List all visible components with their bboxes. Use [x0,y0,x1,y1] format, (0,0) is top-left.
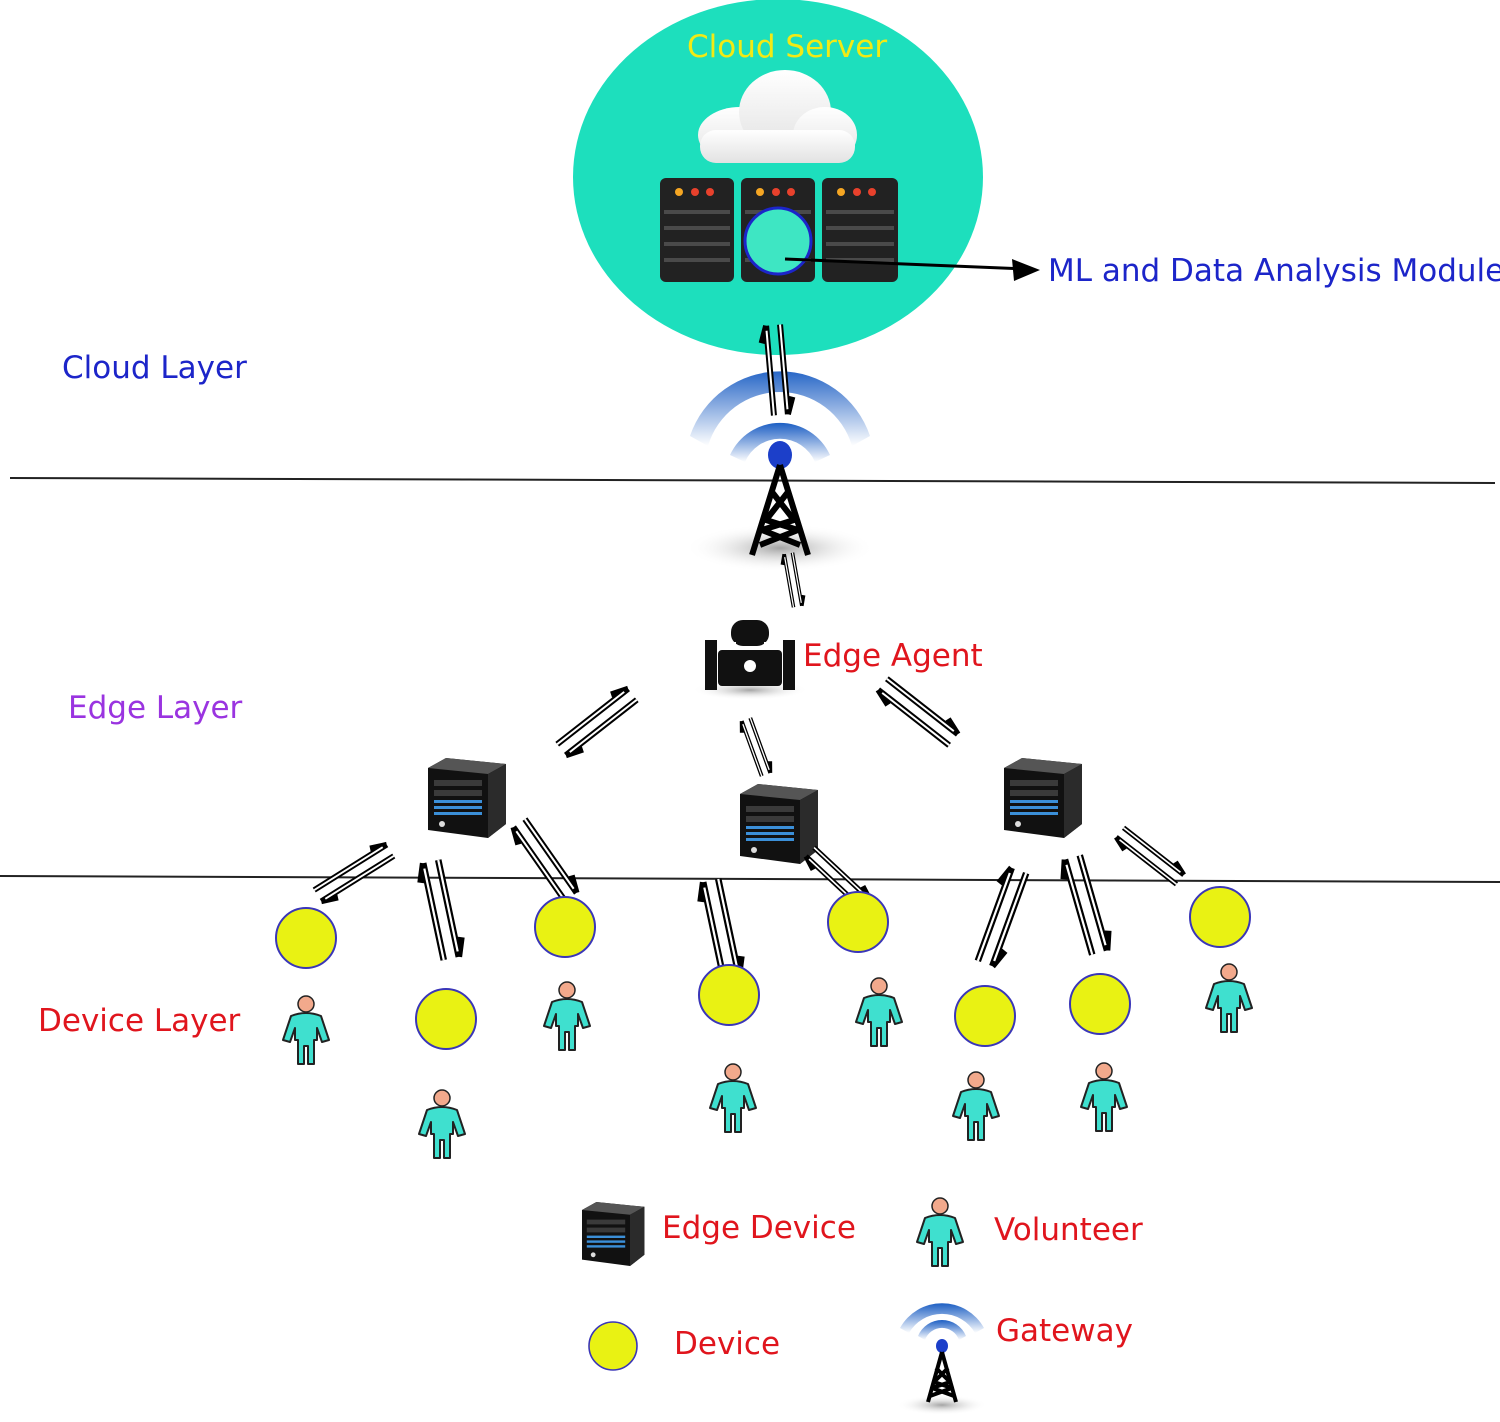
edge-server-left [428,758,506,838]
gateway-tower [685,371,875,572]
device-node [827,891,889,953]
volunteer-person [709,1063,757,1133]
legend-edge-device-icon [582,1202,645,1266]
edge-agent-label: Edge Agent [803,638,983,674]
volunteer-person [855,977,903,1047]
device-node [698,964,760,1026]
ml-module-pointer-arrow [784,257,1040,281]
link-agent-middle-server [736,714,776,780]
edge-server-right [1004,758,1082,838]
volunteer-person [952,1071,1000,1141]
cloud-layer-label: Cloud Layer [62,350,247,386]
cloud-icon [698,70,857,163]
volunteer-person [418,1089,466,1159]
legend-device-label: Device [674,1326,781,1362]
edge-agent-robot-icon [692,620,808,700]
link-right-server-device-1 [972,866,1033,969]
link-right-server-device-3 [1113,824,1187,889]
device-layer-label: Device Layer [38,1003,241,1039]
volunteer-person [1080,1062,1128,1132]
cloud-server [573,0,983,355]
link-agent-right-server [875,674,962,750]
link-left-server-device-3 [509,816,582,905]
link-left-server-device-2 [417,859,466,962]
cloud-server-label: Cloud Server [687,29,888,65]
link-left-server-device-1 [311,840,397,906]
edge-layer-label: Edge Layer [68,690,243,726]
link-middle-server-device-1 [697,878,746,981]
volunteer-person [282,995,330,1065]
device-node [415,988,477,1050]
legend-volunteer-icon [916,1197,964,1267]
legend-gateway-label: Gateway [996,1313,1133,1349]
server-rack-icon [660,178,898,282]
volunteer-person [1205,963,1253,1033]
legend-volunteer-label: Volunteer [994,1212,1143,1248]
device-node [954,985,1016,1047]
device-node [534,896,596,958]
edge-device-divider [0,875,1500,883]
link-agent-left-server [554,684,641,760]
ml-module-label: ML and Data Analysis Module [1048,253,1500,289]
link-right-server-device-2 [1059,853,1114,956]
legend-gateway-icon [897,1303,987,1415]
volunteer-person [543,981,591,1051]
ml-module-node [743,206,813,276]
legend-device-icon [588,1321,638,1371]
cloud-edge-divider [9,477,1496,484]
legend-edge-device-label: Edge Device [662,1210,856,1246]
edge-server-middle [740,784,818,864]
device-node [1069,973,1131,1035]
device-node [275,907,337,969]
device-node [1189,886,1251,948]
